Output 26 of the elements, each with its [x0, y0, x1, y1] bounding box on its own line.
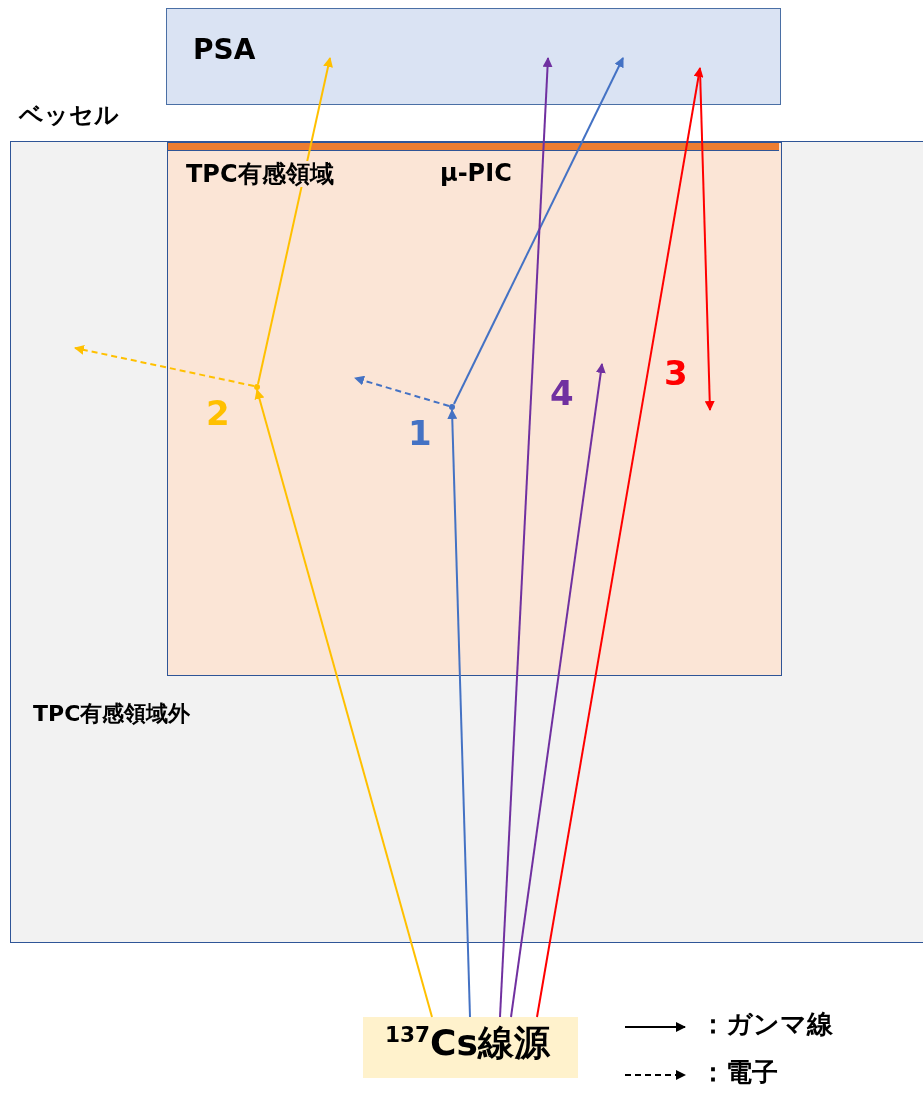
gamma-ray-arrow	[453, 57, 624, 405]
source-label: $^{137}$Cs線源	[385, 1023, 550, 1063]
part-label: μ-PIC	[440, 160, 512, 187]
interaction-point	[449, 404, 455, 410]
gamma-ray-arrow	[510, 363, 606, 1018]
legend-label: ：電子	[700, 1058, 778, 1087]
gamma-ray-arrow	[447, 409, 471, 1018]
electron-arrow	[74, 345, 255, 387]
detector-box	[166, 8, 781, 105]
vessel-label: ベッセル	[19, 102, 119, 129]
interaction-point	[254, 384, 260, 390]
gamma-ray-arrow	[257, 57, 333, 385]
legend-label: ：ガンマ線	[700, 1010, 833, 1039]
gamma-ray-arrow	[536, 67, 704, 1018]
region-label: TPC有感領域外	[33, 702, 191, 727]
event-number: 2	[206, 395, 230, 433]
gamma-ray-arrow	[254, 389, 433, 1018]
electron-arrow	[354, 375, 450, 407]
source-box	[363, 1017, 578, 1078]
region-label: TPC有感領域	[186, 161, 334, 188]
event-number: 3	[664, 355, 688, 393]
event-number: 4	[550, 375, 574, 413]
detector-label: PSA	[193, 35, 256, 66]
gamma-ray-arrow	[499, 57, 553, 1018]
event-number: 1	[408, 415, 432, 453]
active-region-box	[167, 142, 782, 676]
